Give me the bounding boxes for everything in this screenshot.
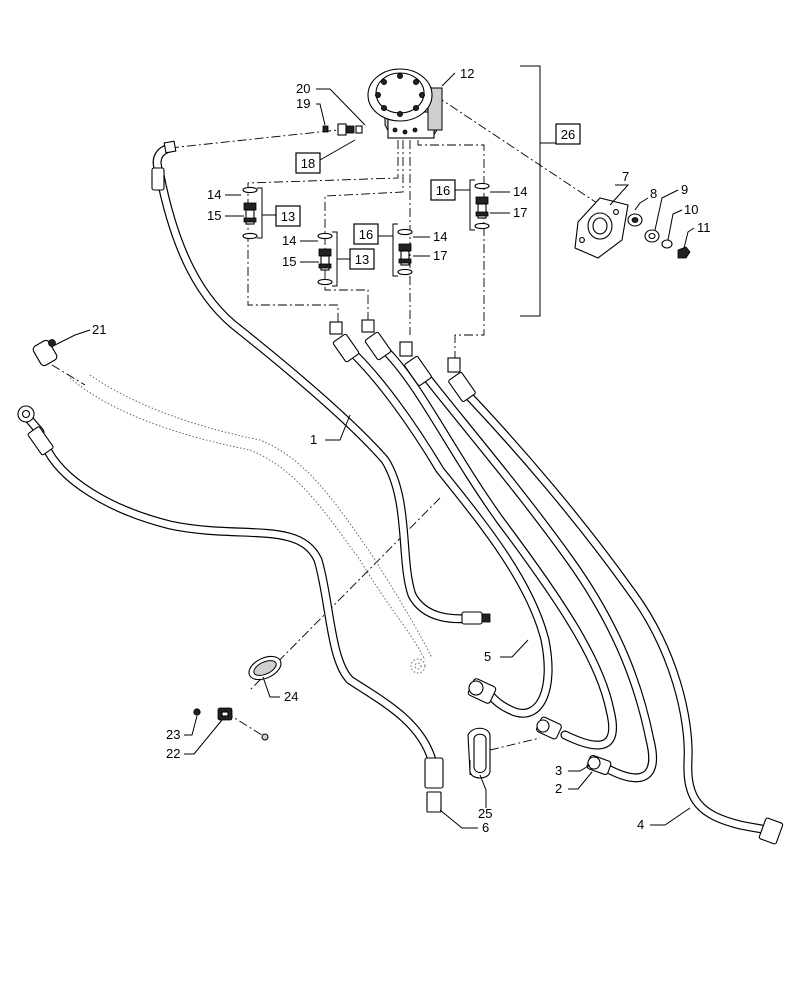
fitting-16-right xyxy=(474,182,490,230)
callout-14b: 14 xyxy=(282,233,296,248)
hoses xyxy=(23,143,773,835)
clamp-22 xyxy=(193,707,269,741)
callout-2: 2 xyxy=(555,781,562,796)
callout-11: 11 xyxy=(697,220,711,235)
callout-23: 23 xyxy=(166,727,180,742)
callout-7: 7 xyxy=(622,169,629,184)
plain-callouts: 12 20 19 14 15 14 15 14 17 14 17 7 8 9 1… xyxy=(92,66,711,835)
callout-4: 4 xyxy=(637,817,644,832)
fitting-hose4 xyxy=(447,357,784,845)
callout-20: 20 xyxy=(296,81,310,96)
bracket-13-left xyxy=(257,187,276,239)
callout-16a: 16 xyxy=(359,227,373,242)
washer-8 xyxy=(627,213,643,227)
fitting-hose1-top xyxy=(151,140,177,191)
fitting-16-center xyxy=(397,228,413,276)
callout-14d: 14 xyxy=(513,184,527,199)
grommet-24 xyxy=(248,655,282,681)
hose-4 xyxy=(463,390,773,835)
callout-13a: 13 xyxy=(281,209,295,224)
callout-9: 9 xyxy=(681,182,688,197)
optional-hose-dotted xyxy=(69,374,433,674)
fitting-18-assembly xyxy=(322,123,363,136)
callout-6: 6 xyxy=(482,820,489,835)
fitting-hose6-top xyxy=(17,405,54,456)
mounting-plate xyxy=(574,197,629,259)
callout-24: 24 xyxy=(284,689,298,704)
washer-9 xyxy=(644,229,660,243)
callout-14a: 14 xyxy=(207,187,221,202)
callout-17b: 17 xyxy=(513,205,527,220)
fitting-13-left xyxy=(242,186,258,240)
callout-16b: 16 xyxy=(436,183,450,198)
hose-fittings xyxy=(17,140,784,845)
hose-1 xyxy=(152,143,480,624)
steering-valve xyxy=(367,68,443,139)
callout-22: 22 xyxy=(166,746,180,761)
boxed-callouts: 26 18 13 13 16 16 xyxy=(275,123,581,270)
leader-lines xyxy=(54,72,695,829)
callout-10: 10 xyxy=(684,202,698,217)
callout-21: 21 xyxy=(92,322,106,337)
fitting-21 xyxy=(32,339,58,367)
bracket-16-right xyxy=(455,179,475,231)
bracket-26 xyxy=(520,65,556,317)
washer-10 xyxy=(661,239,673,249)
callout-13b: 13 xyxy=(355,252,369,267)
callout-14c: 14 xyxy=(433,229,447,244)
fitting-hose5 xyxy=(329,321,497,704)
fitting-hose2 xyxy=(399,341,612,776)
fitting-hose6-bottom xyxy=(424,757,444,813)
assembly-lines xyxy=(51,95,601,751)
hose-2 xyxy=(420,370,658,783)
callout-15a: 15 xyxy=(207,208,221,223)
callout-1: 1 xyxy=(310,432,317,447)
fitting-hose3 xyxy=(361,319,562,740)
hose-guard-25 xyxy=(467,727,491,779)
hose-5 xyxy=(350,350,553,718)
hose-3 xyxy=(380,345,618,750)
callout-18: 18 xyxy=(301,156,315,171)
fitting-13-center xyxy=(317,232,333,286)
fitting-hose1-end xyxy=(461,611,491,625)
callout-25: 25 xyxy=(478,806,492,821)
callout-8: 8 xyxy=(650,186,657,201)
callout-19: 19 xyxy=(296,96,310,111)
bracket-16-center xyxy=(378,223,398,277)
callout-3: 3 xyxy=(555,763,562,778)
callout-15b: 15 xyxy=(282,254,296,269)
callout-17a: 17 xyxy=(433,248,447,263)
callout-26: 26 xyxy=(561,127,575,142)
callout-5: 5 xyxy=(484,649,491,664)
bracket-13-center xyxy=(332,231,350,287)
nut-11 xyxy=(677,246,691,259)
callout-12: 12 xyxy=(460,66,474,81)
